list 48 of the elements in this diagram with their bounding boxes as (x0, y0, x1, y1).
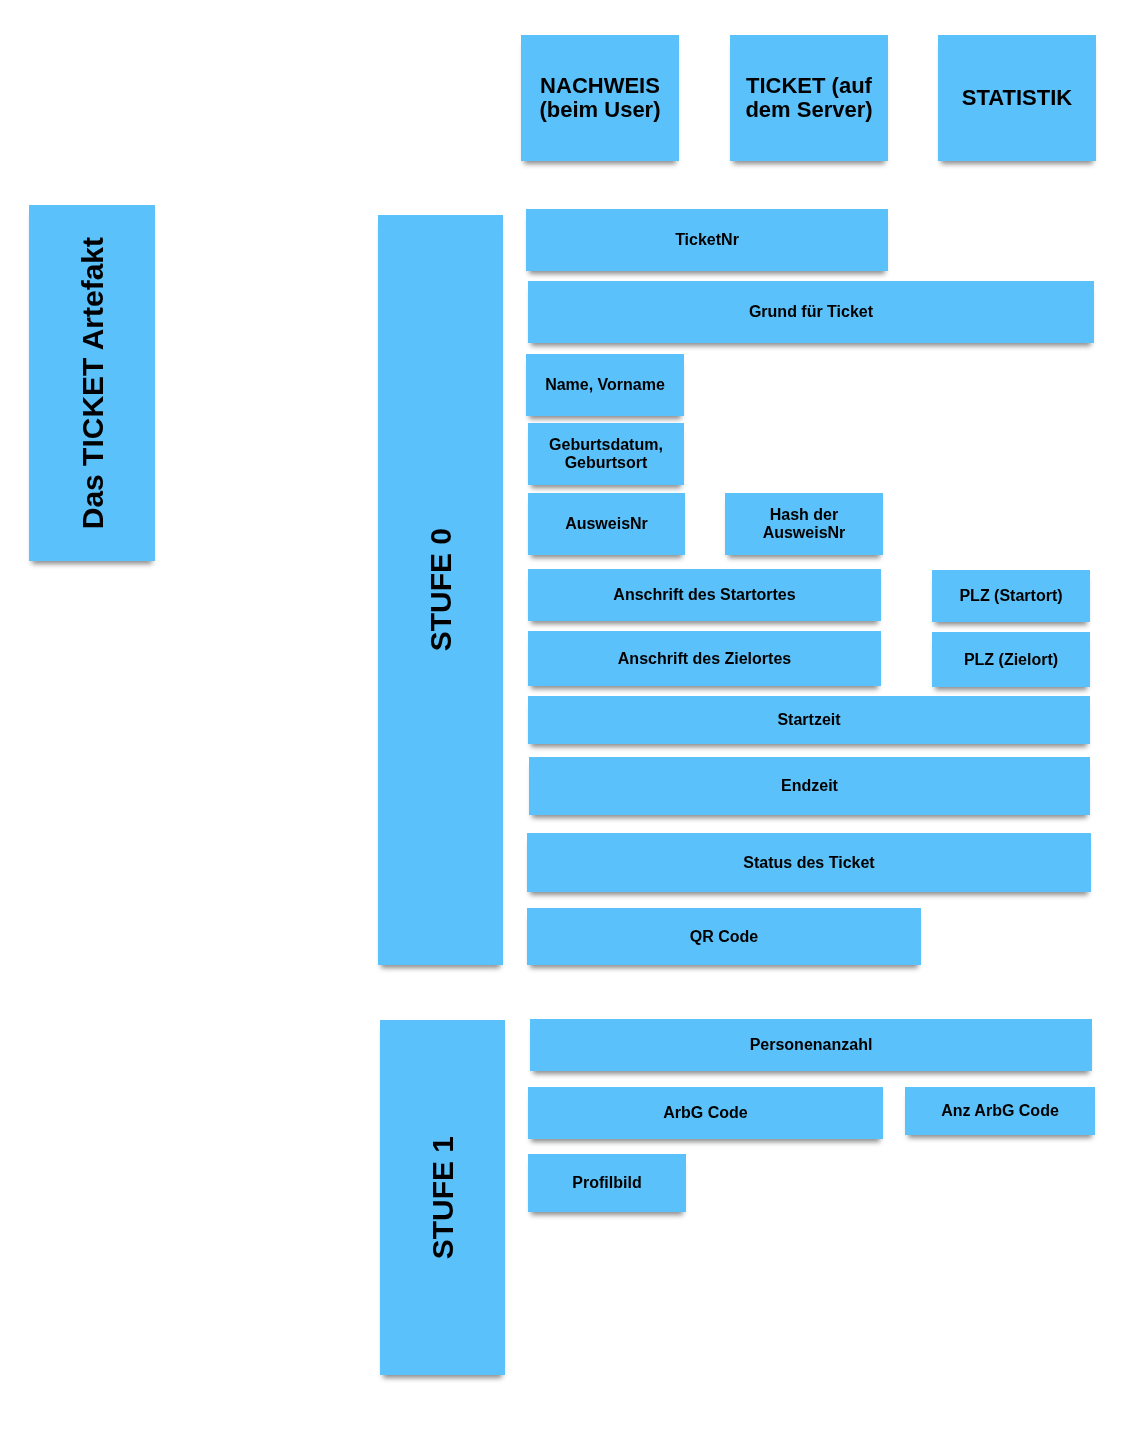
sticky-note (529, 757, 1090, 815)
note-text: Das TICKET Artefakt (75, 236, 109, 530)
sticky-note (521, 35, 679, 161)
note-text: ArbG Code (663, 1104, 748, 1122)
note-text: Name, Vorname (545, 376, 665, 394)
sticky-note (29, 205, 155, 561)
note-text: Grund für Ticket (748, 303, 874, 321)
sticky-note (932, 632, 1090, 687)
note-text: Personenanzahl (749, 1036, 873, 1054)
note-text: TICKET (auf dem Server) (744, 73, 874, 123)
note-text: STUFE 0 (424, 528, 457, 652)
note-text: PLZ (Startort) (959, 587, 1063, 605)
note-text: AusweisNr (565, 515, 648, 533)
note-text: Endzeit (781, 777, 838, 795)
sticky-note (938, 35, 1096, 161)
note-text: NACHWEIS (beim User) (538, 73, 662, 123)
sticky-note (932, 570, 1090, 622)
sticky-note (526, 354, 684, 416)
sticky-note (378, 215, 503, 965)
sticky-note (730, 35, 888, 161)
sticky-note (725, 493, 883, 555)
sticky-note (528, 493, 685, 555)
note-text: PLZ (Zielort) (963, 650, 1059, 669)
sticky-note (528, 631, 881, 686)
note-text: STUFE 1 (426, 1135, 459, 1260)
note-text: Anschrift des Zielortes (617, 649, 792, 668)
sticky-note (528, 696, 1090, 744)
note-text: TicketNr (675, 231, 739, 249)
sticky-note (528, 423, 684, 485)
note-text: Anz ArbG Code (941, 1102, 1059, 1120)
sticky-note (527, 908, 921, 965)
sticky-note (530, 1019, 1092, 1071)
sticky-note (528, 1087, 883, 1139)
sticky-note (528, 1154, 686, 1212)
sticky-note (905, 1087, 1095, 1135)
note-text: Hash der AusweisNr (761, 506, 847, 542)
note-text: Geburtsdatum, Geburtsort (548, 436, 664, 472)
sticky-note (380, 1020, 505, 1375)
note-text: Profilbild (572, 1174, 642, 1192)
note-text: STATISTIK (961, 85, 1073, 111)
sticky-note (527, 833, 1091, 892)
sticky-note (526, 209, 888, 271)
note-text: Startzeit (777, 711, 841, 729)
sticky-note (528, 569, 881, 621)
note-text: QR Code (689, 927, 759, 946)
sticky-note (528, 281, 1094, 343)
note-text: Anschrift des Startortes (613, 586, 796, 604)
note-text: Status des Ticket (743, 853, 875, 872)
